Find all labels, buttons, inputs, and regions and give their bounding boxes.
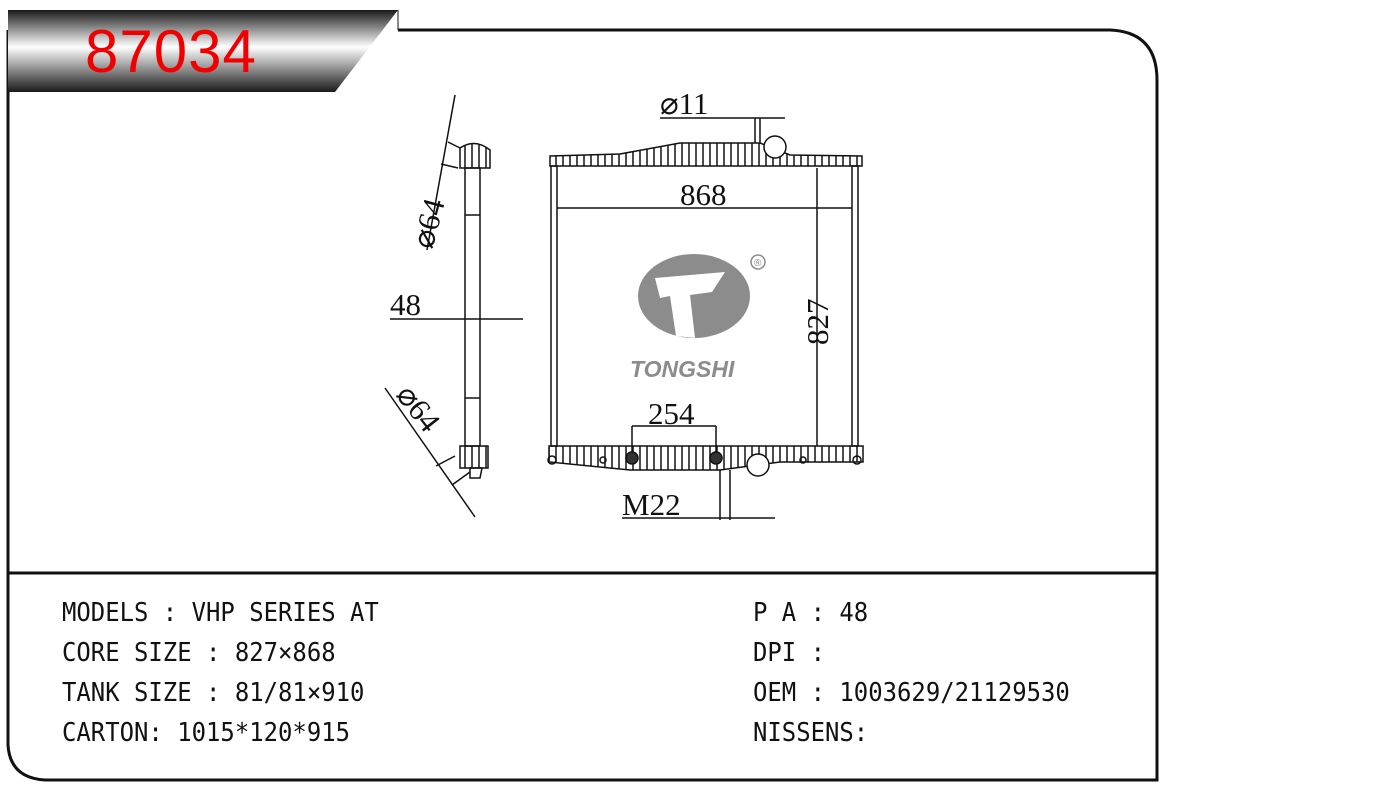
spec-models: MODELS : VHP SERIES AT <box>62 598 379 628</box>
spec-core-size: CORE SIZE : 827×868 <box>62 638 336 668</box>
spec-oem: OEM : 1003629/21129530 <box>753 678 1070 708</box>
tongshi-logo: ® TONGSHI <box>630 254 766 382</box>
spec-pa: P A : 48 <box>753 598 869 628</box>
depth-label: 48 <box>390 287 421 322</box>
spec-dpi: DPI : <box>753 638 840 668</box>
spec-carton: CARTON: 1015*120*915 <box>62 718 351 748</box>
mount-spacing-label: 254 <box>648 396 695 431</box>
svg-text:®: ® <box>754 258 762 269</box>
part-number-title: 87034 <box>85 18 257 85</box>
core-height-label: 827 <box>800 299 835 346</box>
side-view <box>384 94 523 518</box>
title-band <box>8 10 398 92</box>
core-width-label: 868 <box>680 177 727 212</box>
spec-nissens: NISSENS: <box>753 718 869 748</box>
svg-text:TONGSHI: TONGSHI <box>630 356 735 382</box>
thread-label: M22 <box>622 487 681 522</box>
top-pipe-diameter-label: ⌀64 <box>405 194 452 252</box>
sheet-border <box>6 28 1159 782</box>
front-view <box>547 117 864 520</box>
inlet-diameter-label: ⌀11 <box>660 86 709 121</box>
bottom-pipe-diameter-label: ⌀64 <box>389 378 447 439</box>
spec-tank-size: TANK SIZE : 81/81×910 <box>62 678 365 708</box>
